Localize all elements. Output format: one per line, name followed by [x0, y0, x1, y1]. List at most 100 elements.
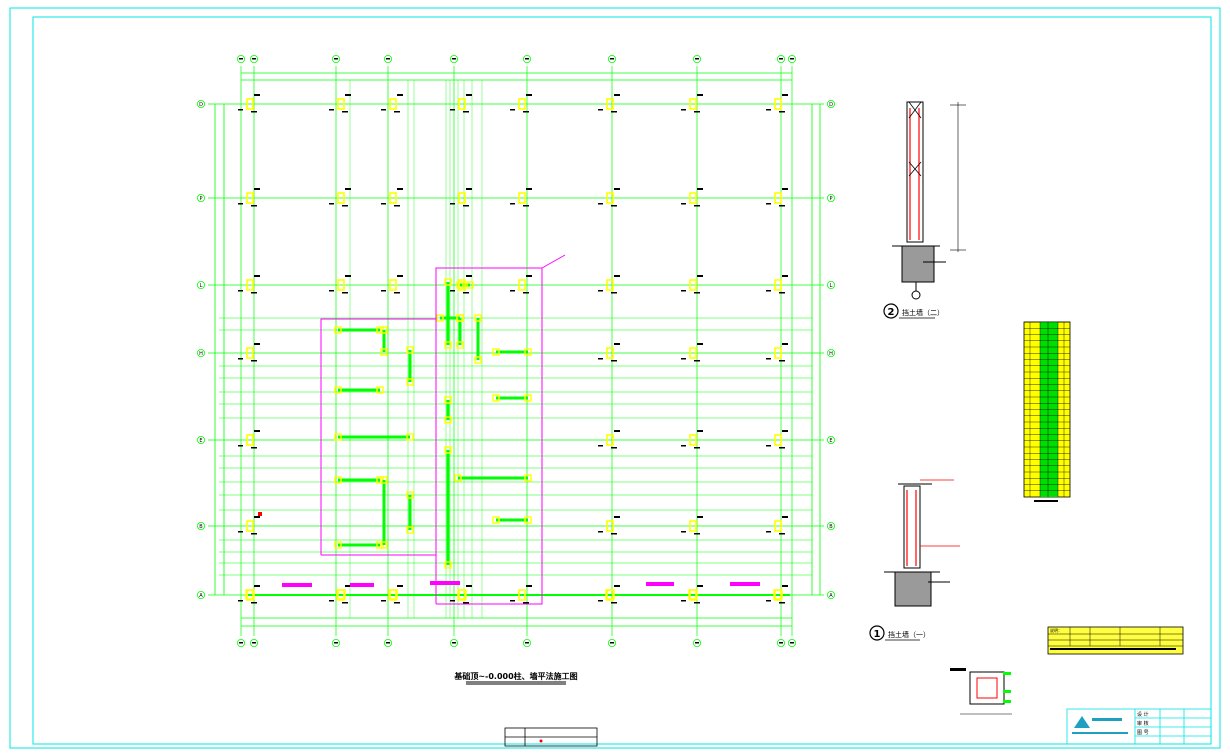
column-dim — [681, 109, 686, 111]
column-dim — [681, 358, 686, 360]
column-dim — [510, 109, 515, 111]
column-dim — [598, 203, 603, 205]
axis-label-left: L — [200, 283, 203, 289]
axis-bubble-bottom — [249, 639, 258, 648]
column-dim — [523, 111, 529, 113]
axis-bubble-bottom — [523, 639, 532, 648]
column — [518, 192, 526, 204]
column-dim — [611, 292, 617, 294]
column-dim — [463, 111, 469, 113]
column-tag — [254, 188, 260, 190]
column-dim — [694, 447, 700, 449]
wall-end-column — [456, 341, 464, 349]
column — [774, 98, 782, 110]
axis-bubble-bottom — [383, 639, 392, 648]
axis-bubble-top — [249, 55, 258, 64]
column-tag — [397, 188, 403, 190]
column-dim — [329, 290, 334, 292]
axis-label-right: P — [829, 196, 832, 202]
column-tag — [254, 430, 260, 432]
column-dim — [598, 290, 603, 292]
column-tag — [782, 343, 788, 345]
column — [246, 279, 254, 291]
column-tag — [697, 516, 703, 518]
column-tag — [254, 516, 260, 518]
column-dim — [779, 602, 785, 604]
wall-end-column — [380, 476, 388, 484]
column-dim — [463, 602, 469, 604]
axis-grid-lines — [208, 66, 824, 636]
axis-label-left: B — [199, 524, 203, 530]
wall-end-column — [524, 394, 532, 402]
column — [337, 589, 345, 601]
wall-end-column — [474, 314, 482, 322]
axis-bubble-right — [827, 591, 836, 600]
column-tag — [466, 275, 472, 277]
title-block-row-3: 图 号 — [1137, 730, 1149, 736]
column — [458, 589, 466, 601]
column — [389, 192, 397, 204]
title-block — [1066, 708, 1212, 745]
column — [337, 98, 345, 110]
column-tag — [782, 188, 788, 190]
column-dim — [598, 358, 603, 360]
column-dim — [238, 203, 243, 205]
column-tag — [782, 585, 788, 587]
column-dim — [611, 111, 617, 113]
column — [689, 192, 697, 204]
highlight-region — [320, 254, 566, 605]
axis-bubble-right — [827, 435, 836, 444]
axis-bubble-top — [777, 55, 786, 64]
axis-bubble-top-label — [610, 58, 614, 60]
column-dim — [598, 109, 603, 111]
column-dim — [766, 109, 771, 111]
wall-end-column — [524, 474, 532, 482]
wall-end-column — [466, 281, 474, 289]
column-tag — [782, 275, 788, 277]
wall-end-column — [436, 314, 444, 322]
column — [606, 98, 614, 110]
axis-bubble-bottom-label — [334, 642, 338, 644]
column — [246, 434, 254, 446]
column-dim — [251, 602, 257, 604]
column-tag — [614, 430, 620, 432]
column-tag — [614, 343, 620, 345]
axis-bubble-bottom-label — [452, 642, 456, 644]
title-block-row-2: 审 核 — [1137, 720, 1149, 727]
axis-bubble-bottom-label — [252, 642, 256, 644]
axis-bubble-top-label — [334, 58, 338, 60]
axis-bubble-bottom-label — [610, 642, 614, 644]
wall-end-column — [444, 396, 452, 404]
column-tag — [466, 94, 472, 96]
sheet-frame — [9, 7, 1221, 749]
column-dim — [611, 205, 617, 207]
column-tag — [697, 585, 703, 587]
section-title-2: 挡土墙（二） — [902, 308, 944, 317]
axis-bubble-bottom — [788, 639, 797, 648]
column-dim — [329, 600, 334, 602]
axis-bubble-left — [196, 348, 205, 357]
wall-end-column — [406, 491, 414, 499]
wall-end-column — [492, 516, 500, 524]
column-tag — [526, 585, 532, 587]
column-dim — [329, 109, 334, 111]
column — [689, 589, 697, 601]
column-dim — [251, 533, 257, 535]
column-dim — [381, 109, 386, 111]
column-detail — [950, 668, 1012, 715]
wall-end-column — [492, 394, 500, 402]
wall-end-column — [524, 516, 532, 524]
retaining-wall-section-2: 2 挡土墙（二） — [883, 101, 966, 319]
axis-bubble-bottom-label — [695, 642, 699, 644]
column-dim — [779, 447, 785, 449]
column-tag — [614, 516, 620, 518]
axis-bubble-left — [196, 100, 205, 109]
column-dim — [450, 290, 455, 292]
axis-bubble-top — [693, 55, 702, 64]
column-dim — [394, 111, 400, 113]
column-dim — [681, 203, 686, 205]
axis-bubble-right — [827, 348, 836, 357]
column-dim — [779, 360, 785, 362]
